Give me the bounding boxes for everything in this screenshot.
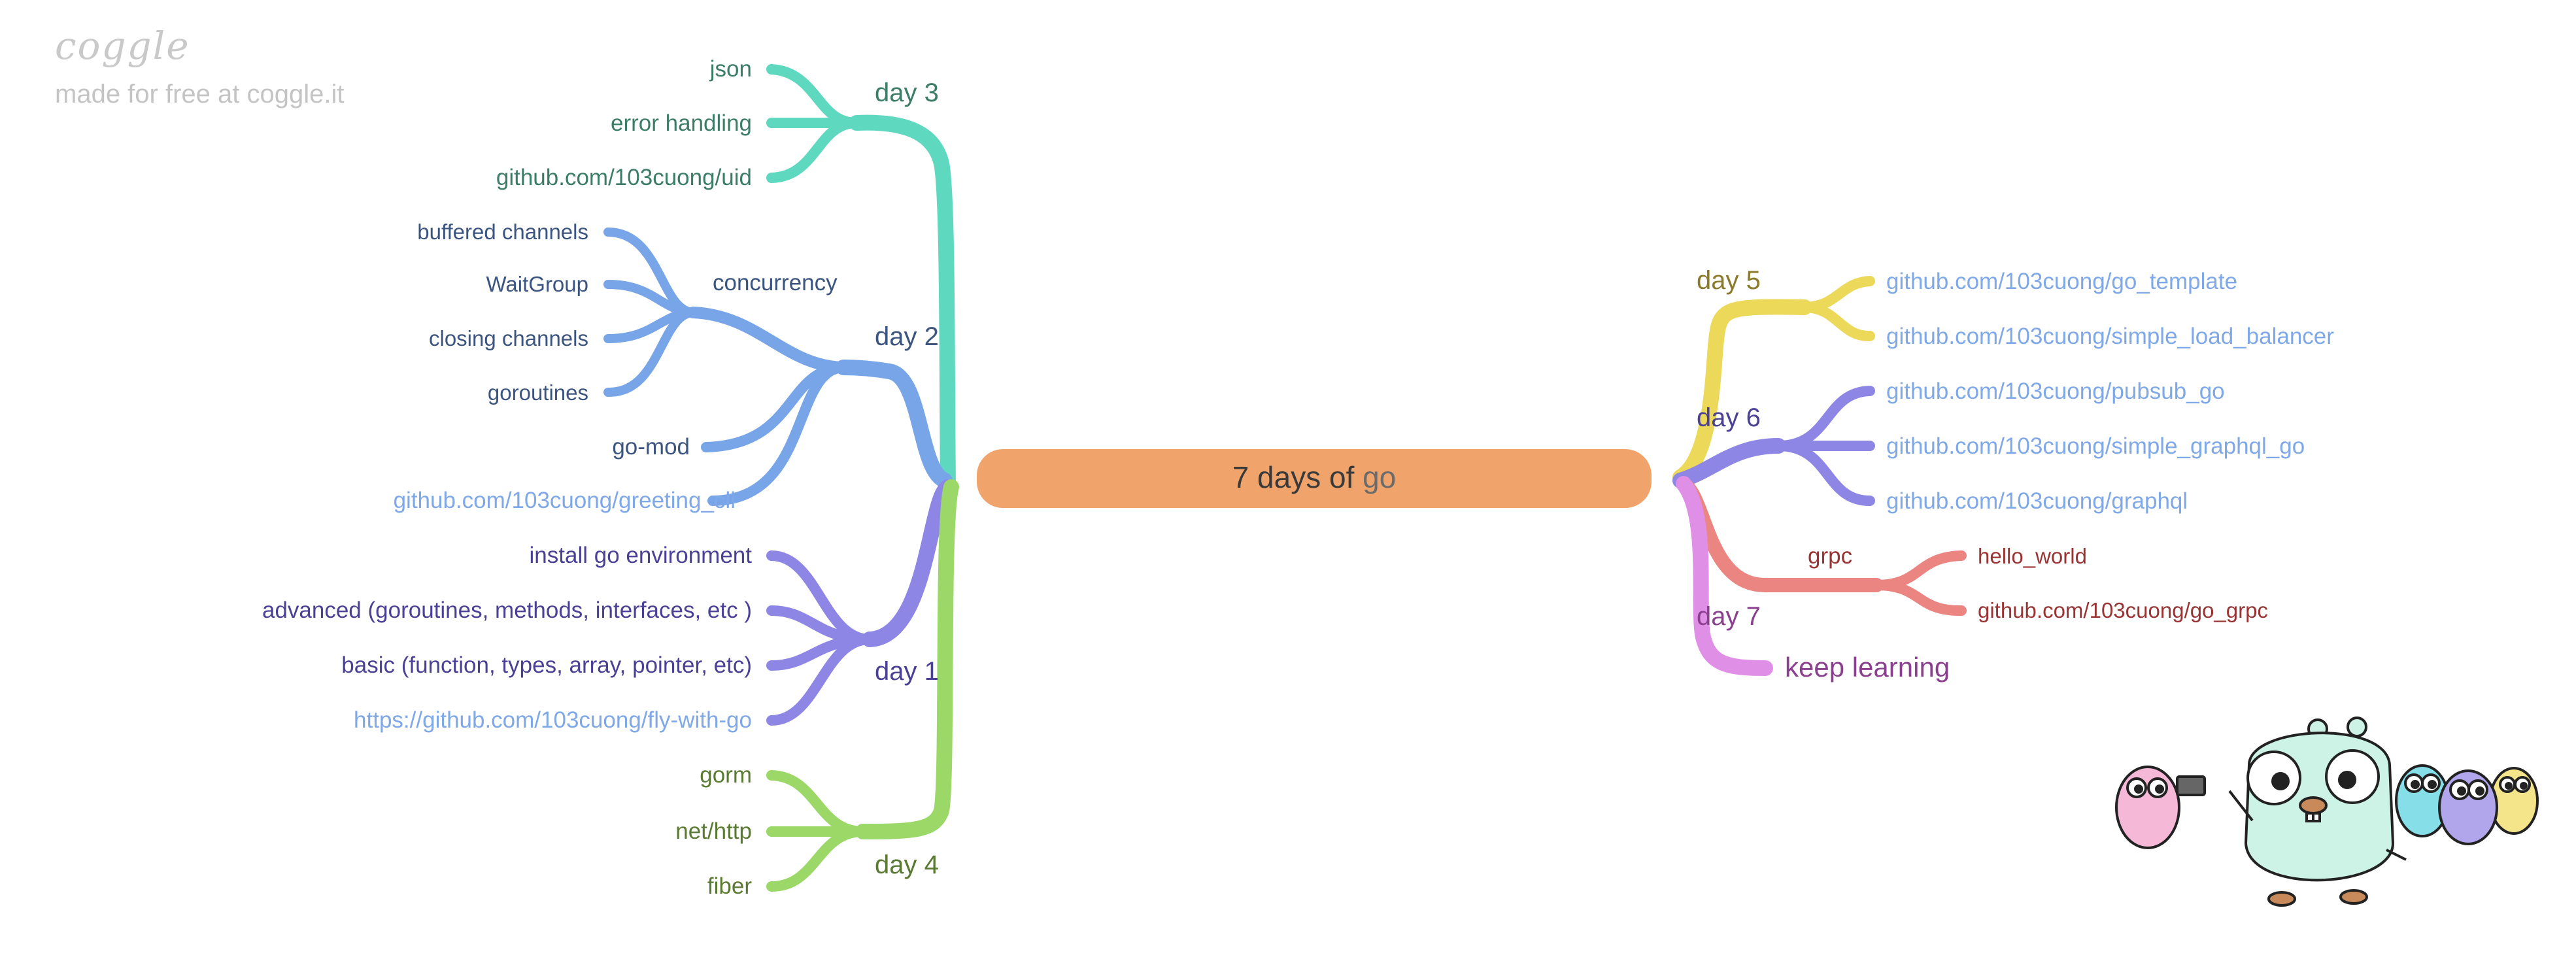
day7-item-keep-learning[interactable]: keep learning	[1785, 652, 1950, 683]
day3-item-json[interactable]: json	[709, 56, 752, 82]
coggle-logo: coggle	[55, 24, 190, 68]
day5-item-go-template-link[interactable]: github.com/103cuong/go_template	[1886, 269, 2237, 294]
concurrency-label[interactable]: concurrency	[713, 270, 838, 295]
grpc-label[interactable]: grpc	[1808, 543, 1852, 569]
pink-gopher-icon	[2115, 766, 2206, 849]
branch-day6-strokes	[1672, 386, 1875, 506]
grpc-item-go-grpc-link[interactable]: github.com/103cuong/go_grpc	[1978, 598, 2268, 622]
day6-item-simple-graphql-link[interactable]: github.com/103cuong/simple_graphql_go	[1886, 433, 2305, 459]
day3-label[interactable]: day 3	[875, 78, 939, 107]
day2-label[interactable]: day 2	[875, 322, 939, 351]
day1-label[interactable]: day 1	[875, 657, 939, 686]
root-node-background	[977, 449, 1652, 508]
day5-item-load-balancer-link[interactable]: github.com/103cuong/simple_load_balancer	[1886, 324, 2334, 349]
branch-day7-strokes	[1676, 476, 1773, 676]
branch-day1-strokes	[766, 479, 956, 726]
root-node-label: 7 days of go	[1232, 460, 1397, 494]
gophers-illustration	[2115, 717, 2539, 907]
day1-item-basic[interactable]: basic (function, types, array, pointer, …	[341, 652, 752, 678]
day1-item-install-go[interactable]: install go environment	[530, 543, 753, 568]
day1-item-advanced[interactable]: advanced (goroutines, methods, interface…	[262, 598, 752, 623]
concurrency-item-buffered-channels[interactable]: buffered channels	[417, 220, 588, 244]
day1-item-fly-with-go-link[interactable]: https://github.com/103cuong/fly-with-go	[354, 707, 752, 733]
day7-label[interactable]: day 7	[1697, 602, 1761, 631]
branch-day2-strokes	[603, 228, 953, 506]
branch-day4-strokes	[766, 479, 959, 892]
day5-label[interactable]: day 5	[1697, 266, 1761, 295]
concurrency-item-closing-channels[interactable]: closing channels	[429, 326, 588, 350]
day2-item-go-mod[interactable]: go-mod	[612, 434, 690, 460]
day4-label[interactable]: day 4	[875, 851, 939, 879]
branch-day3-strokes	[766, 64, 956, 492]
concurrency-item-waitgroup[interactable]: WaitGroup	[486, 272, 589, 296]
cyan-gopher-icon	[2395, 764, 2450, 837]
day4-item-fiber[interactable]: fiber	[707, 873, 752, 899]
day6-item-graphql-link[interactable]: github.com/103cuong/graphql	[1886, 488, 2188, 514]
made-for-free-note: made for free at coggle.it	[55, 80, 345, 109]
big-gopher-icon	[2228, 717, 2407, 907]
day6-label[interactable]: day 6	[1697, 403, 1761, 432]
grpc-item-hello-world[interactable]: hello_world	[1978, 544, 2087, 568]
purple-gopher-icon	[2438, 769, 2498, 845]
day2-item-greeting-cli-link[interactable]: github.com/103cuong/greeting_cli	[394, 488, 736, 513]
branch-day5-strokes	[1672, 276, 1875, 485]
day6-item-pubsub-link[interactable]: github.com/103cuong/pubsub_go	[1886, 379, 2225, 404]
day4-item-net-http[interactable]: net/http	[675, 818, 752, 844]
root-node[interactable]: 7 days of go	[977, 449, 1652, 508]
concurrency-item-goroutines[interactable]: goroutines	[488, 380, 588, 405]
day3-item-uid-link[interactable]: github.com/103cuong/uid	[496, 165, 752, 190]
day3-item-error-handling[interactable]: error handling	[611, 110, 752, 136]
day4-item-gorm[interactable]: gorm	[700, 762, 752, 788]
